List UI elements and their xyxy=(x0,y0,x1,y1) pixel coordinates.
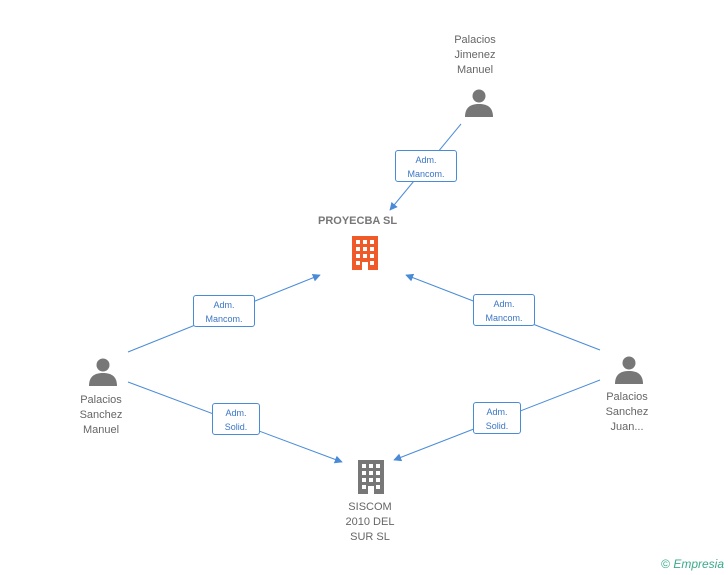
person-label-palacios-jimenez[interactable]: Palacios Jimenez Manuel xyxy=(454,34,496,76)
person-label-palacios-sanchez-juan[interactable]: Palacios Sanchez Juan... xyxy=(605,391,649,433)
edge-role: Adm. xyxy=(415,155,437,165)
brand-name: Empresia xyxy=(673,557,724,571)
company-title-proyecba[interactable]: PROYECBA SL xyxy=(318,215,398,227)
edge-role-type: Solid. xyxy=(224,422,248,432)
edge-role-type: Mancom. xyxy=(205,314,243,324)
edge-role-type: Mancom. xyxy=(485,313,523,323)
edge-role: Adm. xyxy=(213,300,235,310)
edge-role: Adm. xyxy=(493,299,515,309)
edge-role-type: Solid. xyxy=(485,421,509,431)
copyright-icon: © xyxy=(661,557,670,571)
building-icon[interactable] xyxy=(356,460,386,494)
edge-label-sanchezjuan-proyecba[interactable]: Adm. Mancom. xyxy=(473,294,535,326)
edge-role: Adm. xyxy=(225,408,247,418)
edge-role-type: Mancom. xyxy=(407,169,445,179)
person-label-palacios-sanchez-manuel[interactable]: Palacios Sanchez Manuel xyxy=(79,394,123,436)
person-icon[interactable] xyxy=(614,355,644,385)
edge-role: Adm. xyxy=(486,407,508,417)
building-icon[interactable] xyxy=(350,236,380,270)
edge-label-sanchezmanuel-siscom[interactable]: Adm. Solid. xyxy=(212,403,260,435)
footer-brand: © Empresia xyxy=(661,557,724,571)
person-icon[interactable] xyxy=(464,88,494,118)
edge-label-sanchezjuan-siscom[interactable]: Adm. Solid. xyxy=(473,402,521,434)
edge-label-jimenez-proyecba[interactable]: Adm. Mancom. xyxy=(395,150,457,182)
person-icon[interactable] xyxy=(88,357,118,387)
edge-label-sanchezmanuel-proyecba[interactable]: Adm. Mancom. xyxy=(193,295,255,327)
company-label-siscom[interactable]: SISCOM 2010 DEL SUR SL xyxy=(345,501,395,543)
